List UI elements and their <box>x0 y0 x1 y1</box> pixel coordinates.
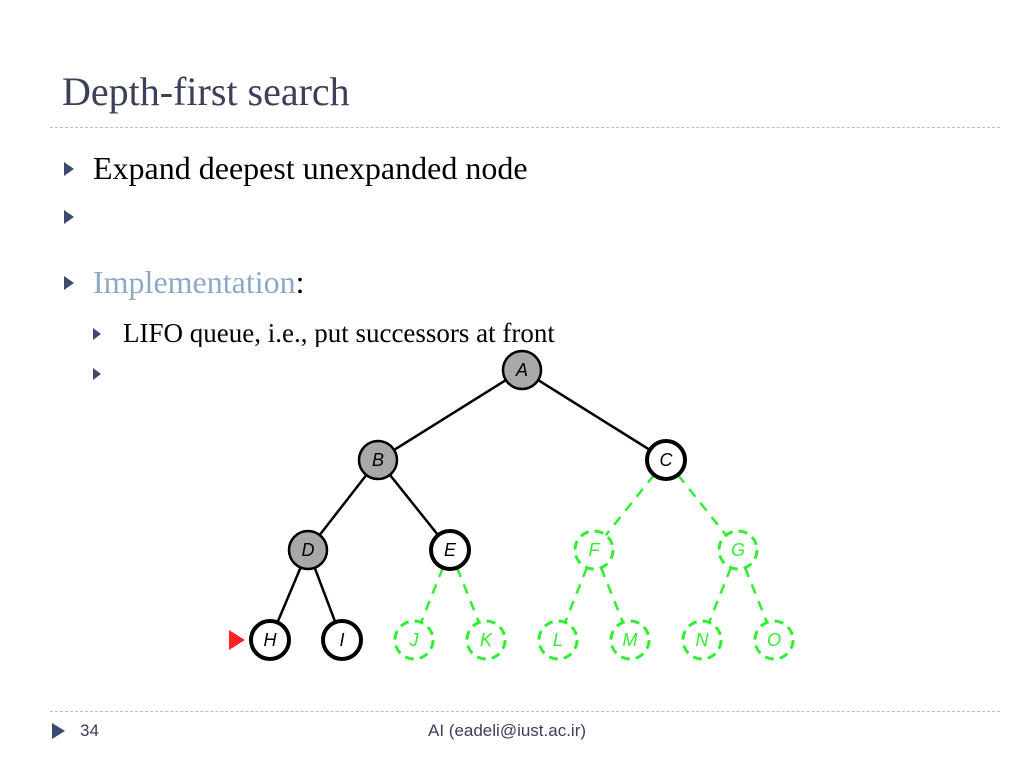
tree-edge-D-I <box>313 567 337 623</box>
bullet-3: Implementation: <box>64 264 305 301</box>
tree-node-label: G <box>731 540 745 560</box>
tree-node-J: J <box>393 619 435 661</box>
tree-edge-B-E <box>388 474 440 536</box>
tree-node-O: O <box>753 619 795 661</box>
tree-node-label: J <box>409 630 420 650</box>
tree-edge-D-H <box>276 567 302 623</box>
tree-edge-G-O <box>743 567 769 623</box>
tree-edge-G-N <box>707 567 733 623</box>
tree-node-E: E <box>429 529 471 571</box>
sub-bullet-1-text: LIFO queue, i.e., put successors at fron… <box>123 318 555 347</box>
tree-node-label: A <box>515 360 528 380</box>
bullet-arrow-icon <box>64 210 74 224</box>
tree-node-A: A <box>501 349 543 391</box>
tree-node-label: C <box>660 450 674 470</box>
tree-node-label: K <box>480 630 493 650</box>
sub-bullet-1: LIFO queue, i.e., put successors at fron… <box>93 318 713 347</box>
tree-node-label: O <box>767 630 781 650</box>
tree-node-F: F <box>573 529 615 571</box>
bullet-1: Expand deepest unexpanded node <box>64 150 528 187</box>
tree-edge-E-J <box>419 567 445 623</box>
tree-node-label: D <box>302 540 315 560</box>
tree-node-M: M <box>609 619 651 661</box>
tree-node-I: I <box>321 619 363 661</box>
tree-node-label: E <box>444 540 457 560</box>
tree-node-K: K <box>465 619 507 661</box>
bullet-arrow-icon <box>64 161 74 176</box>
tree-node-label: B <box>372 450 384 470</box>
tree-edge-A-B <box>393 379 507 451</box>
search-tree-diagram: A B C D E F G H I J K L M N O <box>229 349 795 661</box>
tree-node-N: N <box>681 619 723 661</box>
page-number: 34 <box>80 721 99 740</box>
tree-node-label: M <box>623 630 638 650</box>
tree-node-G: G <box>717 529 759 571</box>
tree-node-label: I <box>339 630 344 650</box>
slide-title: Depth-first search <box>62 69 350 114</box>
current-node-pointer-icon <box>229 630 245 650</box>
implementation-label: Implementation <box>93 264 296 300</box>
bullet-2 <box>64 210 93 224</box>
footer-divider <box>50 711 1000 712</box>
bullet-3-text: Implementation: <box>93 264 305 301</box>
tree-edge-C-F <box>604 474 656 536</box>
tree-edge-F-M <box>599 567 625 623</box>
tree-edge-A-C <box>537 379 651 451</box>
tree-node-label: H <box>264 630 278 650</box>
implementation-colon: : <box>295 264 305 300</box>
tree-edge-C-G <box>676 474 728 536</box>
tree-node-H: H <box>249 619 291 661</box>
tree-edge-F-L <box>563 567 589 623</box>
tree-node-C: C <box>645 439 687 481</box>
tree-node-D: D <box>287 529 329 571</box>
title-divider <box>50 127 1000 128</box>
sub-bullet-arrow-icon <box>93 327 101 340</box>
tree-node-label: N <box>696 630 710 650</box>
tree-edge-B-D <box>318 474 368 536</box>
tree-node-L: L <box>537 619 579 661</box>
footer-arrow-icon <box>52 723 65 739</box>
sub-bullet-2 <box>93 368 123 380</box>
bullet-1-text: Expand deepest unexpanded node <box>93 150 528 186</box>
bullet-arrow-icon <box>64 275 74 290</box>
tree-edge-E-K <box>455 567 481 623</box>
tree-node-B: B <box>357 439 399 481</box>
tree-node-label: L <box>553 630 563 650</box>
tree-node-label: F <box>589 540 601 560</box>
sub-bullet-arrow-icon <box>93 368 101 380</box>
footer-text: AI (eadeli@iust.ac.ir) <box>428 721 587 740</box>
